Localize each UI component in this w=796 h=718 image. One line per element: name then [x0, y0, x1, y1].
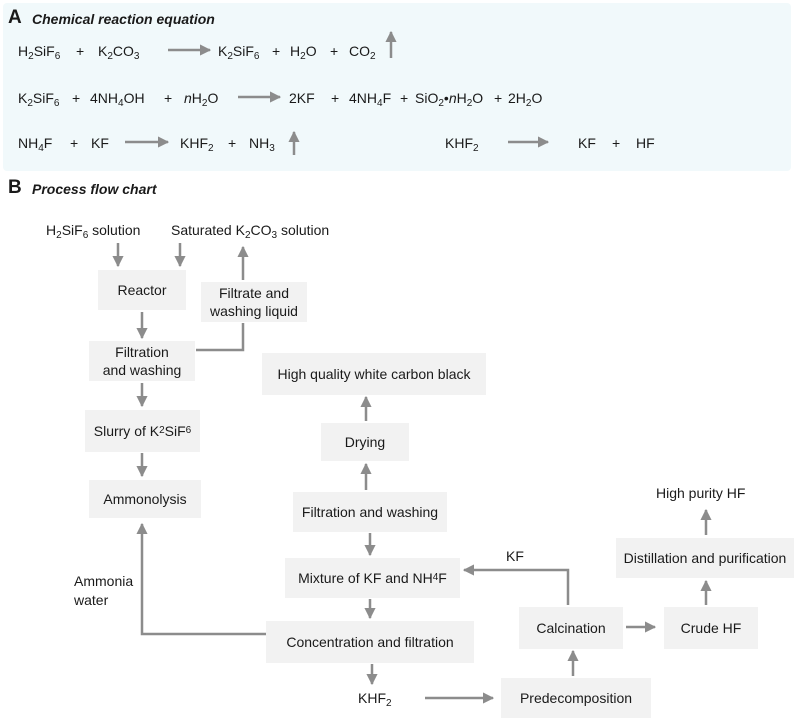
eq3-plus: + [70, 135, 79, 151]
eq2-reactant-nh4oh: 4NH4OH [90, 90, 145, 109]
distillation-box: Distillation and purification [616, 538, 794, 578]
eq3-reactant-nh4f: NH4F [18, 135, 53, 154]
eq2-reactant-k2sif6: K2SiF6 [18, 90, 60, 109]
eq1-reactant-k2co3: K2CO3 [98, 43, 140, 62]
eq3-reactant-kf: KF [91, 135, 109, 151]
ammonolysis-box: Ammonolysis [89, 480, 201, 518]
calcination-kf-to-mixture-arrow [462, 564, 570, 605]
eq1-product-co2: CO2 [349, 43, 376, 62]
crude-hf-box: Crude HF [664, 607, 758, 649]
eq2-plus: + [400, 90, 409, 106]
predecomposition-box: Predecomposition [501, 678, 651, 718]
eq2-plus: + [331, 90, 340, 106]
eq1-plus: + [76, 43, 85, 59]
ammonia-water-return-arrow [136, 522, 266, 636]
eq2-plus: + [494, 90, 503, 106]
high-purity-hf-label: High purity HF [656, 485, 746, 501]
drying-box: Drying [321, 423, 409, 461]
eq2-product-h2o: 2H2O [508, 90, 543, 109]
section-a-letter: A [8, 7, 22, 28]
eq4-plus: + [612, 135, 621, 151]
input-h2sif6-solution: H2SiF6 solution [46, 222, 141, 241]
eq3-product-khf2: KHF2 [180, 135, 214, 154]
reactor-box: Reactor [98, 270, 186, 310]
eq4-reactant-khf2: KHF2 [445, 135, 479, 154]
eq1-product-k2sif6: K2SiF6 [218, 43, 260, 62]
eq1-reactant-h2sif6: H2SiF6 [18, 43, 61, 62]
eq4-product-hf: HF [636, 135, 655, 151]
eq2-product-kf: 2KF [289, 90, 315, 106]
kf-label: KF [506, 548, 524, 564]
white-carbon-box: High quality white carbon black [262, 353, 486, 395]
eq1-plus: + [272, 43, 281, 59]
eq2-product-nh4f: 4NH4F [349, 90, 392, 109]
eq2-product-silica: SiO2•nH2O [415, 90, 484, 109]
filtration-to-filtrate-connector [196, 323, 245, 352]
eq2-plus: + [164, 90, 173, 106]
section-a-title: Chemical reaction equation [32, 11, 215, 27]
input-k2co3-solution: Saturated K2CO3 solution [171, 222, 330, 241]
concentration-box: Concentration and filtration [266, 621, 474, 663]
eq4-product-kf: KF [578, 135, 596, 151]
eq2-reactant-water: nH2O [184, 90, 219, 109]
eq1-plus: + [330, 43, 339, 59]
section-b-title: Process flow chart [32, 181, 157, 197]
section-b-letter: B [8, 177, 22, 198]
eq3-plus: + [228, 135, 237, 151]
khf2-label: KHF2 [358, 690, 392, 709]
eq2-plus: + [72, 90, 81, 106]
eq1-product-h2o: H2O [290, 43, 317, 62]
calcination-box: Calcination [519, 607, 623, 649]
filtration-washing-2-box: Filtration and washing [293, 492, 447, 532]
eq3-product-nh3: NH3 [249, 135, 275, 154]
